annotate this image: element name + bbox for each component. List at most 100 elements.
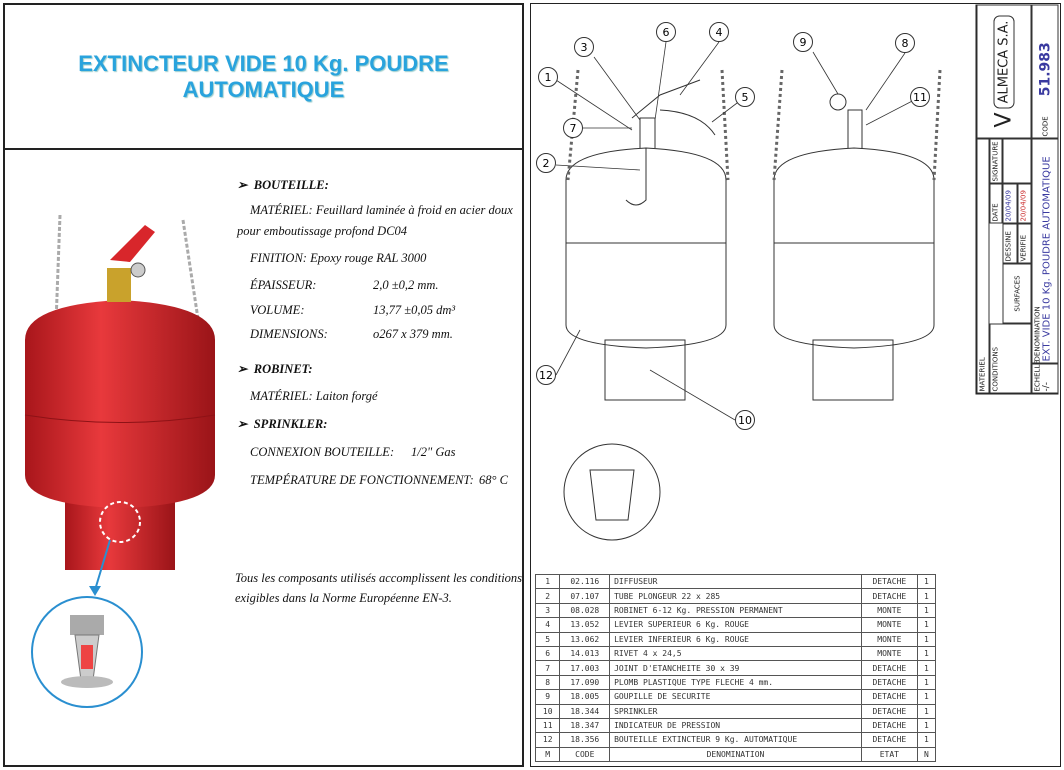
- cell-etat: MONTE: [860, 602, 918, 619]
- cell-item-number: 1: [534, 573, 561, 590]
- callout-6: 6: [656, 22, 676, 42]
- heading-text: SPRINKLER:: [253, 417, 328, 431]
- spec-epaisseur-label: ÉPAISSEUR:: [250, 278, 317, 292]
- tb-conditions: CONDITIONS: [989, 323, 1032, 394]
- spec-volume-label: VOLUME:: [250, 303, 305, 317]
- cell-etat: MONTE: [860, 617, 918, 633]
- cell-denomination: INDICATEUR DE PRESSION: [609, 717, 862, 734]
- cell-denomination: GOUPILLE DE SECURITE: [609, 689, 862, 705]
- tb-denomination-label: DENOMINATION: [1033, 306, 1042, 362]
- heading-sprinkler: ➢ SPRINKLER:: [237, 417, 328, 431]
- cell-denomination: DENOMINATION: [609, 746, 862, 763]
- callout-11: 11: [910, 87, 930, 107]
- cell-code: 02.116: [559, 573, 611, 590]
- extinguisher-illustration: [24, 214, 216, 708]
- cell-item-number: 3: [534, 602, 561, 619]
- cell-denomination: RIVET 4 x 24,5: [609, 645, 862, 662]
- spec-materiel-cont: pour emboutissage profond DC04: [237, 224, 408, 238]
- cell-code: 13.062: [559, 631, 611, 647]
- tb-date-1: 20/04/09: [1002, 183, 1018, 224]
- cell-code: 14.013: [559, 645, 611, 662]
- callout-10: 10: [735, 410, 755, 430]
- cell-item-number: 10: [534, 703, 561, 719]
- tb-echelle-label: ECHELLE: [1033, 360, 1042, 392]
- cell-denomination: BOUTEILLE EXTINCTEUR 9 Kg. AUTOMATIQUE: [609, 732, 862, 748]
- heading-robinet: ➢ ROBINET:: [237, 362, 313, 376]
- tb-echelle: ECHELLE-/-: [1031, 360, 1059, 394]
- cell-item-number: 5: [534, 631, 561, 647]
- cell-code: 18.344: [559, 703, 611, 719]
- cell-item-number: 12: [534, 732, 561, 748]
- cell-etat: ETAT: [860, 746, 918, 763]
- cell-quantity: 1: [916, 703, 937, 719]
- cell-item-number: 11: [534, 717, 561, 734]
- spec-connexion-label: CONNEXION BOUTEILLE:: [250, 445, 395, 459]
- tb-materiel: MATERIEL: [976, 138, 990, 394]
- company-name: ALMECA S.A.: [993, 15, 1015, 109]
- cell-code: 13.052: [559, 617, 611, 633]
- spec-temp-label: TEMPÉRATURE DE FONCTIONNEMENT:: [250, 473, 474, 487]
- cell-etat: DETACHE: [860, 660, 918, 676]
- cell-etat: DETACHE: [860, 588, 918, 604]
- cell-code: 08.028: [559, 602, 611, 619]
- title-box: EXTINCTEUR VIDE 10 Kg. POUDRE AUTOMATIQU…: [5, 5, 522, 150]
- callout-5: 5: [735, 87, 755, 107]
- cell-quantity: 1: [916, 732, 937, 748]
- cell-denomination: SPRINKLER: [609, 703, 862, 719]
- cell-quantity: 1: [916, 689, 937, 705]
- cell-quantity: 1: [916, 717, 937, 734]
- cell-quantity: 1: [916, 674, 937, 691]
- spec-finition: FINITION: Epoxy rouge RAL 3000: [250, 251, 427, 265]
- technical-drawing: [530, 3, 1061, 767]
- callout-12: 12: [536, 365, 556, 385]
- spec-connexion-value: 1/2" Gas: [411, 445, 456, 459]
- spec-volume-value: 13,77 ±0,05 dm³: [373, 303, 456, 317]
- cell-quantity: 1: [916, 588, 937, 604]
- spec-robinet-materiel: MATÉRIEL: Laiton forgé: [250, 389, 378, 403]
- cell-quantity: 1: [916, 660, 937, 676]
- title-line-1: EXTINCTEUR VIDE 10 Kg. POUDRE: [78, 50, 449, 76]
- tb-date-2: 20/04/09: [1017, 183, 1032, 224]
- cell-quantity: 1: [916, 631, 937, 647]
- tb-dessine: DESSINE: [1002, 223, 1018, 264]
- cell-denomination: JOINT D'ETANCHEITE 30 x 39: [609, 660, 862, 676]
- cell-code: 17.003: [559, 660, 611, 676]
- callout-9: 9: [793, 32, 813, 52]
- cell-denomination: ROBINET 6-12 Kg. PRESSION PERMANENT: [609, 602, 862, 619]
- cell-etat: DETACHE: [860, 689, 918, 705]
- cell-denomination: LEVIER INFERIEUR 6 Kg. ROUGE: [609, 631, 862, 647]
- tb-signature-label: SIGNATURE: [989, 138, 1003, 184]
- cell-denomination: TUBE PLONGEUR 22 x 285: [609, 588, 862, 604]
- cell-item-number: 2: [534, 588, 561, 604]
- heading-text: BOUTEILLE:: [253, 178, 329, 192]
- tb-verifie: VERIFIE: [1017, 223, 1032, 264]
- cell-quantity: N: [916, 746, 937, 763]
- cell-etat: DETACHE: [860, 732, 918, 748]
- title-block: MATERIEL CONDITIONS SURFACES DESSINE VER…: [975, 4, 1059, 395]
- cell-code: 18.347: [559, 717, 611, 734]
- spec-epaisseur-value: 2,0 ±0,2 mm.: [373, 278, 439, 292]
- cell-code: 07.107: [559, 588, 611, 604]
- heading-text: ROBINET:: [253, 362, 313, 376]
- heading-bouteille: ➢ BOUTEILLE:: [237, 178, 329, 192]
- spec-temp-value: 68° C: [479, 473, 508, 487]
- cell-code: CODE: [559, 746, 611, 763]
- cell-item-number: 4: [534, 617, 561, 633]
- callout-2: 2: [536, 153, 556, 173]
- spec-dimensions-label: DIMENSIONS:: [250, 327, 328, 341]
- cell-etat: DETACHE: [860, 717, 918, 734]
- tb-code-label: CODE: [1041, 116, 1049, 137]
- callout-4: 4: [709, 22, 729, 42]
- callout-8: 8: [895, 33, 915, 53]
